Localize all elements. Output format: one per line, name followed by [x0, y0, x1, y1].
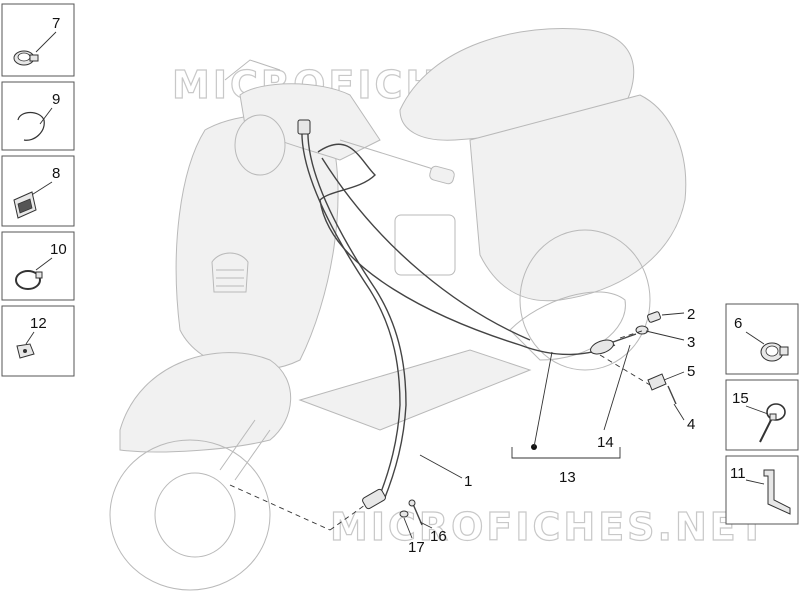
mirror-stem-outline: [224, 59, 281, 81]
bracket-icon: [763, 469, 791, 515]
headlight-outline: [234, 114, 286, 176]
callout-16: 16: [430, 528, 447, 545]
callout-3: 3: [687, 334, 695, 351]
cable-tie-icon: [759, 403, 786, 443]
part-box-7-frame: [1, 3, 75, 77]
part-box-15: 15: [725, 379, 799, 451]
callout-15: 15: [732, 390, 749, 407]
part-box-9: 9: [1, 81, 75, 151]
callout-6: 6: [734, 315, 742, 332]
callout-9: 9: [52, 91, 60, 108]
callout-7: 7: [52, 15, 60, 32]
rear-brake-cable: [317, 143, 616, 356]
speedometer-cable-sheath: [307, 127, 407, 501]
cable-clip-bracket: [647, 373, 667, 391]
part-box-6-frame: [725, 303, 799, 375]
part-box-10-frame: [1, 231, 75, 301]
speedometer-cable-drive-fitting: [362, 488, 386, 510]
loose-parts: [399, 311, 677, 526]
rear-brake-cable-inner: [321, 157, 531, 341]
rear-wheel-outline: [519, 229, 651, 371]
part-box-12: 12: [1, 305, 75, 377]
part-box-6: 6: [725, 303, 799, 375]
snap-ring-icon: [17, 111, 45, 141]
callout-12: 12: [30, 315, 47, 332]
front-fender-outline: [119, 352, 292, 453]
watermark-bottom: MICROFICHES.NET: [330, 505, 768, 549]
horn-grille-outline: [211, 252, 249, 293]
callout-14: 14: [597, 434, 614, 451]
part-box-11: 11: [725, 455, 799, 525]
scooter-outline: [109, 27, 687, 591]
rear-body-outline: [469, 94, 687, 302]
retaining-screw: [412, 503, 423, 526]
front-wheel-outline: [109, 439, 271, 591]
speedometer-cable-top-fitting: [297, 119, 311, 135]
speedometer-cable: [301, 127, 401, 501]
fork-outline: [219, 419, 271, 481]
floorboard-outline: [298, 349, 532, 431]
cable-clip-icon: [13, 191, 37, 219]
part-box-10: 10: [1, 231, 75, 301]
cable-assembly: [297, 119, 637, 510]
hose-clamp-icon: [13, 50, 39, 66]
cable-adjuster: [590, 339, 614, 355]
callout-5: 5: [687, 363, 695, 380]
hose-clamp-icon: [760, 342, 789, 362]
bracket-screw: [667, 385, 677, 405]
storage-hatch-outline: [394, 214, 456, 276]
callout-11: 11: [730, 465, 746, 482]
cable-barrel: [635, 325, 649, 335]
callout-13: 13: [559, 469, 576, 486]
part-box-7: 7: [1, 3, 75, 77]
retaining-washer: [399, 510, 409, 518]
handle-grip-outline: [429, 165, 455, 185]
callout-8: 8: [52, 165, 60, 182]
clip-nut-icon: [16, 343, 35, 359]
callout-2: 2: [687, 306, 695, 323]
callout-4: 4: [687, 416, 695, 433]
callout-1: 1: [464, 473, 472, 490]
front-hub-outline: [154, 472, 236, 558]
part-box-8: 8: [1, 155, 75, 227]
part-box-12-frame: [1, 305, 75, 377]
callout-17: 17: [408, 539, 425, 556]
leader-lines: [229, 312, 685, 539]
engine-outline: [509, 291, 626, 361]
cable-nipple: [647, 311, 661, 323]
part-box-9-frame: [1, 81, 75, 151]
callout-10: 10: [50, 241, 67, 258]
hose-clamp-icon: [15, 270, 43, 290]
